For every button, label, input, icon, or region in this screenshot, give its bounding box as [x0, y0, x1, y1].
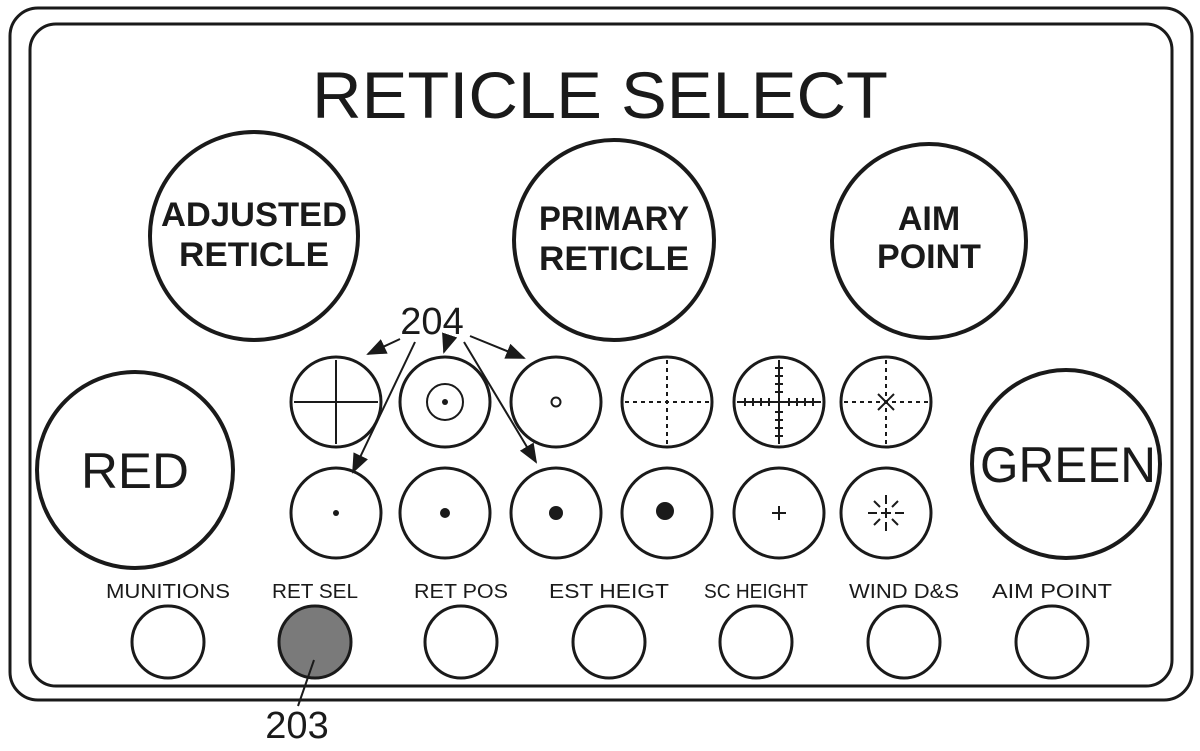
- wind-d-s-button-label: WIND D&S: [849, 581, 959, 603]
- primary-reticle-label-line2: RETICLE: [539, 240, 689, 278]
- aim-point-big-button[interactable]: AIM POINT: [830, 142, 1028, 340]
- small-dot-reticle-icon: [333, 510, 339, 516]
- est-heigt-button-circle: [571, 604, 647, 680]
- sc-height-button-label: SC HEIGHT: [704, 581, 808, 603]
- ret-pos-button-label: RET POS: [414, 581, 508, 603]
- aim-point-button[interactable]: AIM POINT: [992, 581, 1112, 680]
- aim-point-button-circle: [1014, 604, 1090, 680]
- function-button-row: MUNITIONS RET SEL RET POS EST HEIGT SC HEIGH…: [106, 581, 1112, 680]
- ret-sel-button-circle: [277, 604, 353, 680]
- sc-height-button-circle: [718, 604, 794, 680]
- panel-inner-frame: [28, 22, 1174, 688]
- ring-dot-reticle-icon: [426, 383, 464, 421]
- leader-arrow-204-c: [469, 335, 526, 359]
- ret-pos-button-circle: [423, 604, 499, 680]
- dashed-crosshair-reticle-button[interactable]: [620, 355, 714, 449]
- burst-reticle-icon: [868, 495, 904, 531]
- red-button[interactable]: RED: [35, 370, 235, 570]
- sc-height-button[interactable]: SC HEIGHT: [704, 581, 808, 680]
- leader-arrow-204-a: [366, 338, 401, 355]
- panel-outer-frame: [8, 6, 1194, 702]
- large-dot-reticle-icon: [549, 506, 563, 520]
- est-heigt-button[interactable]: EST HEIGT: [549, 581, 669, 680]
- leader-arrow-204-b: [442, 332, 458, 354]
- callout-203: 203: [265, 705, 328, 746]
- plus-reticle-icon: [772, 506, 786, 520]
- medium-dot-reticle-icon: [440, 508, 450, 518]
- green-button-label: GREEN: [980, 437, 1156, 493]
- callout-204: 204: [400, 301, 463, 343]
- munitions-button[interactable]: MUNITIONS: [106, 581, 230, 680]
- adjusted-reticle-label-line2: RETICLE: [179, 236, 329, 274]
- xlarge-dot-reticle-icon: [656, 502, 674, 520]
- ret-pos-button[interactable]: RET POS: [414, 581, 508, 680]
- ticked-crosshair-reticle-button[interactable]: [732, 355, 826, 449]
- crosshair-reticle-button[interactable]: [289, 355, 383, 449]
- xlarge-dot-reticle-button[interactable]: [620, 466, 714, 560]
- dashed-star-reticle-button[interactable]: [839, 355, 933, 449]
- small-dot-reticle-button[interactable]: [289, 466, 383, 560]
- medium-dot-reticle-button[interactable]: [398, 466, 492, 560]
- panel-title: RETICLE SELECT: [312, 58, 888, 132]
- ret-sel-button-label: RET SEL: [272, 581, 358, 603]
- red-button-label: RED: [81, 443, 189, 499]
- primary-reticle-button[interactable]: PRIMARY RETICLE: [512, 138, 716, 342]
- munitions-button-circle: [130, 604, 206, 680]
- burst-reticle-button[interactable]: [839, 466, 933, 560]
- aim-point-big-label-line2: POINT: [877, 238, 981, 276]
- ring-dot-reticle-button[interactable]: [398, 355, 492, 449]
- plus-reticle-button[interactable]: [732, 466, 826, 560]
- leader-line-203: [297, 659, 315, 707]
- large-dot-reticle-button[interactable]: [509, 466, 603, 560]
- munitions-button-label: MUNITIONS: [106, 581, 230, 603]
- green-button[interactable]: GREEN: [970, 368, 1162, 560]
- small-ring-reticle-icon: [550, 396, 562, 408]
- leader-arrow-204-e: [463, 341, 538, 464]
- primary-reticle-label-line1: PRIMARY: [539, 200, 689, 238]
- wind-d-s-button-circle: [866, 604, 942, 680]
- adjusted-reticle-button[interactable]: ADJUSTED RETICLE: [148, 130, 360, 342]
- aim-point-button-label: AIM POINT: [992, 581, 1112, 603]
- aim-point-big-label-line1: AIM: [898, 200, 960, 238]
- est-heigt-button-label: EST HEIGT: [549, 581, 669, 603]
- small-ring-reticle-button[interactable]: [509, 355, 603, 449]
- leader-arrow-204-d: [352, 341, 416, 474]
- wind-d-s-button[interactable]: WIND D&S: [849, 581, 959, 680]
- ret-sel-button[interactable]: RET SEL: [272, 581, 358, 680]
- adjusted-reticle-label-line1: ADJUSTED: [161, 196, 347, 234]
